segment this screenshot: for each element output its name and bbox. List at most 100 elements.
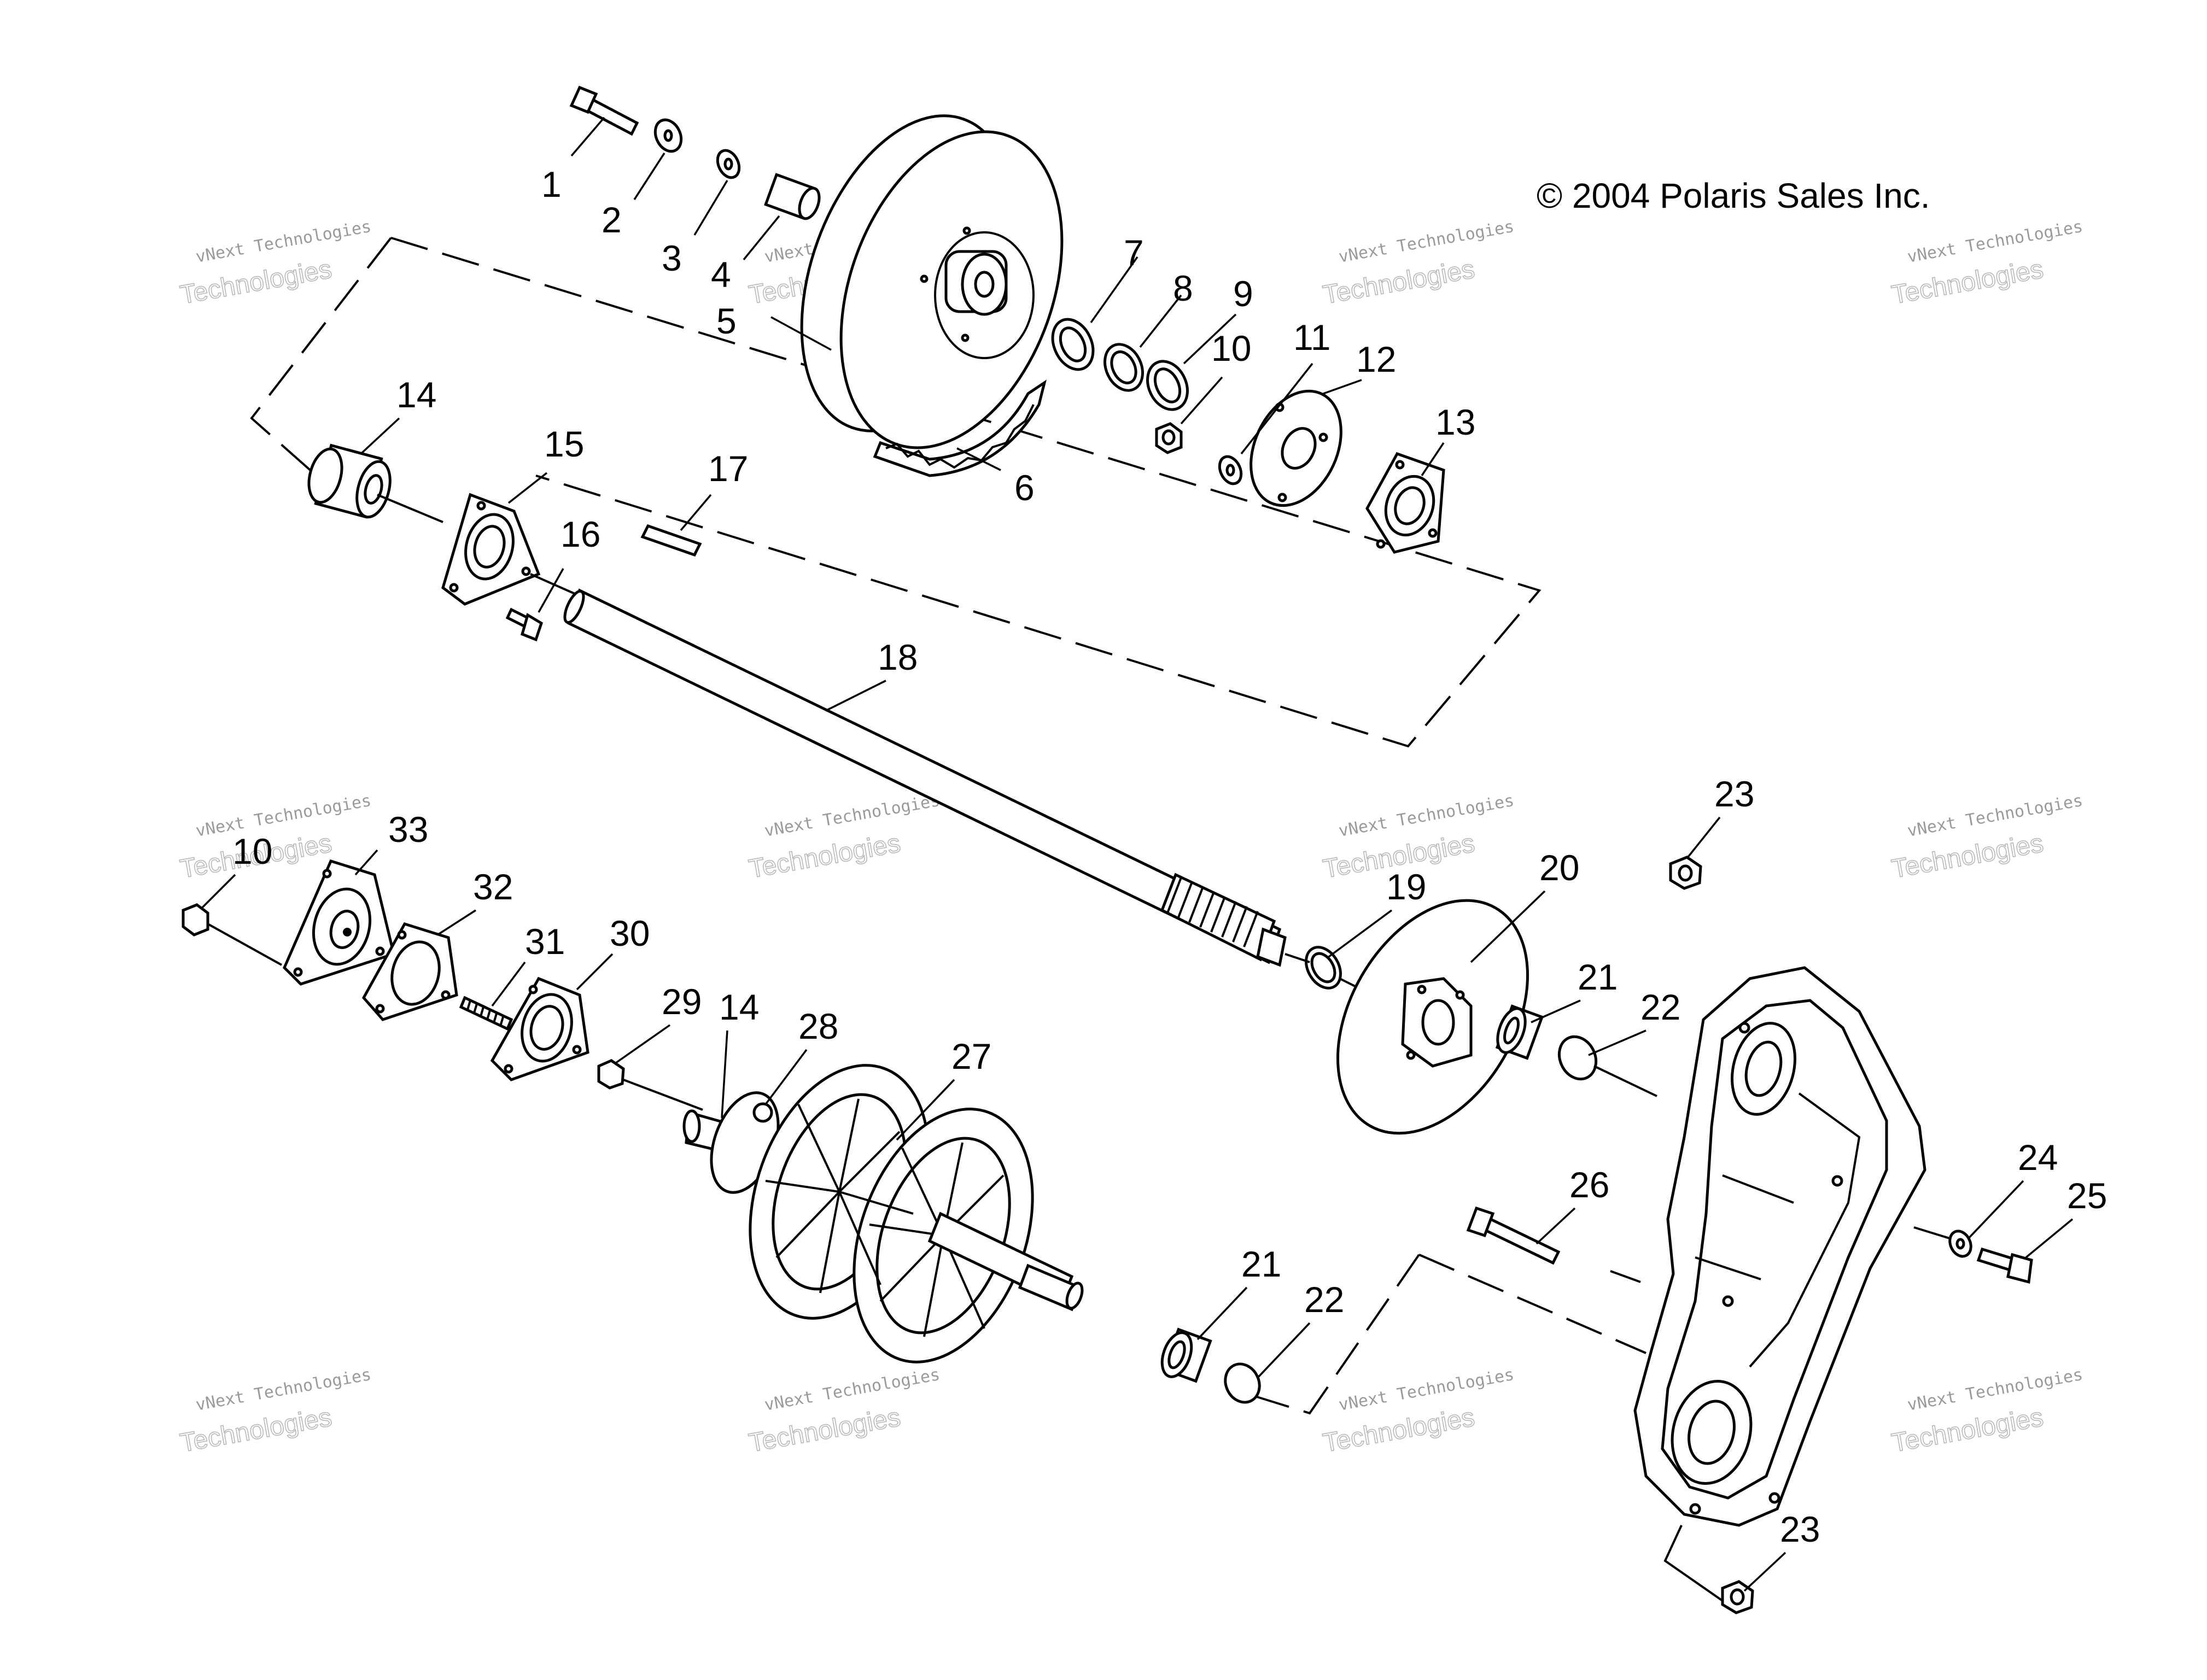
callout-21-lower: 21 [1241,1244,1281,1284]
callout-23-bottom: 23 [1780,1509,1820,1549]
bolt-part-25 [1976,1247,2033,1284]
callout-11: 11 [1293,317,1331,358]
callout-12: 12 [1356,339,1396,379]
callout-21-upper: 21 [1578,957,1618,997]
callout-2: 2 [602,200,622,240]
seal-ring-part-7 [1051,318,1095,371]
assembly-outline-lower [1418,1254,1647,1354]
assembly-axis [377,494,443,523]
seal-ring-part-8 [1104,343,1144,392]
callout-18: 18 [878,637,918,677]
watermark-text: vNext Technologies [763,1365,941,1415]
bushing-part-4 [764,173,821,220]
callout-31: 31 [525,921,565,962]
bolt-part-16 [505,607,544,642]
washer-part-3 [716,149,741,179]
callout-9: 9 [1233,273,1253,314]
key-part-17 [640,524,702,557]
nut-part-23-top [1669,856,1702,890]
assembly-outline-lower [1663,1525,1729,1606]
callout-5: 5 [716,301,737,341]
callout-8: 8 [1173,268,1193,308]
watermark-text: vNext Technologies [1906,217,2084,267]
brake-disc-part-20 [1336,899,1529,1135]
assembly-axis [1593,1065,1657,1097]
assembly-axis [207,923,282,966]
bearing-part-21-upper [1495,1004,1544,1060]
copyright-notice: © 2004 Polaris Sales Inc. [1537,176,1930,215]
bolt-part-1 [569,85,639,136]
watermark-text: vNext Technologies [1337,1365,1515,1415]
callout-27: 27 [951,1036,991,1076]
assembly-outline-upper [250,237,392,482]
washer-part-11 [1218,455,1243,485]
callout-20: 20 [1539,847,1579,888]
callout-19: 19 [1386,867,1426,907]
nut-part-29 [597,1059,625,1090]
spring-pin-part-31 [459,996,513,1031]
sprocket-wheel-part-5 [800,114,1064,449]
watermark-text: vNext Technologies [1337,791,1515,841]
chain-links [885,404,1035,469]
callout-29: 29 [662,981,702,1022]
callout-10-top: 10 [1211,328,1251,368]
washer-part-2 [653,118,683,153]
bearing-flange-part-13 [1365,452,1445,554]
snap-ring-part-19 [1305,946,1342,990]
callout-1: 1 [541,164,562,204]
watermark-text: vNext Technologies [194,791,372,841]
callout-22-lower: 22 [1304,1279,1344,1320]
callout-4: 4 [711,254,731,295]
callout-25: 25 [2067,1175,2107,1216]
callout-10-lower: 10 [232,831,272,871]
callout-28: 28 [798,1006,838,1046]
callout-14-top: 14 [396,374,436,415]
callout-16: 16 [560,514,600,554]
callout-15: 15 [544,424,584,464]
nut-part-10-lower [182,903,209,936]
callout-labels: 1 2 3 4 5 6 7 8 9 10 11 12 13 14 15 16 1… [232,164,2107,1549]
chain-part-6 [873,379,1047,477]
assembly-axis [1913,1226,1950,1239]
callout-13: 13 [1435,402,1475,442]
callout-32: 32 [473,867,513,907]
callout-7: 7 [1124,232,1144,273]
leader-lines [201,116,2074,1592]
watermark-text: vNext Technologies [194,1365,372,1415]
chaincase-housing [1633,966,1926,1527]
watermark-text: vNext Technologies [194,217,372,267]
drive-sprocket-assembly-part-27 [682,1064,1084,1363]
bearing-cover-part-33 [283,859,395,986]
watermark-text: vNext Technologies [1906,791,2084,841]
callout-6: 6 [1014,467,1035,508]
seal-part-22-lower [1224,1362,1261,1404]
callout-3: 3 [662,238,682,278]
callout-14-lower: 14 [719,987,759,1027]
watermark-text: vNext Technologies [1337,217,1515,267]
callout-23-top: 23 [1714,774,1754,814]
assembly-axis [1610,1270,1641,1283]
seal-part-22-upper [1557,1035,1598,1081]
callout-22-upper: 22 [1640,987,1680,1027]
bearing-part-21-lower [1160,1327,1212,1383]
bolt-part-26 [1466,1206,1561,1265]
callout-24: 24 [2018,1137,2058,1178]
assembly-axis [1285,953,1310,963]
washer-part-24 [1948,1230,1972,1258]
seal-ring-part-9 [1146,360,1189,411]
spacer-part-28 [752,1102,773,1123]
bearing-part-14-top [307,443,392,519]
watermark-text: vNext Technologies [1906,1365,2084,1415]
drive-shaft-part-18 [563,588,1287,967]
gasket-part-32 [361,922,458,1021]
assembly-axis [623,1079,703,1111]
callout-33: 33 [388,809,428,850]
watermark-text: vNext Technologies [763,791,941,841]
nut-part-10-top [1155,422,1183,454]
bearing-flange-part-30 [490,976,589,1081]
callout-30: 30 [610,913,650,953]
callout-17: 17 [708,448,748,489]
flange-plate-part-12 [1250,389,1342,507]
callout-26: 26 [1569,1164,1609,1205]
